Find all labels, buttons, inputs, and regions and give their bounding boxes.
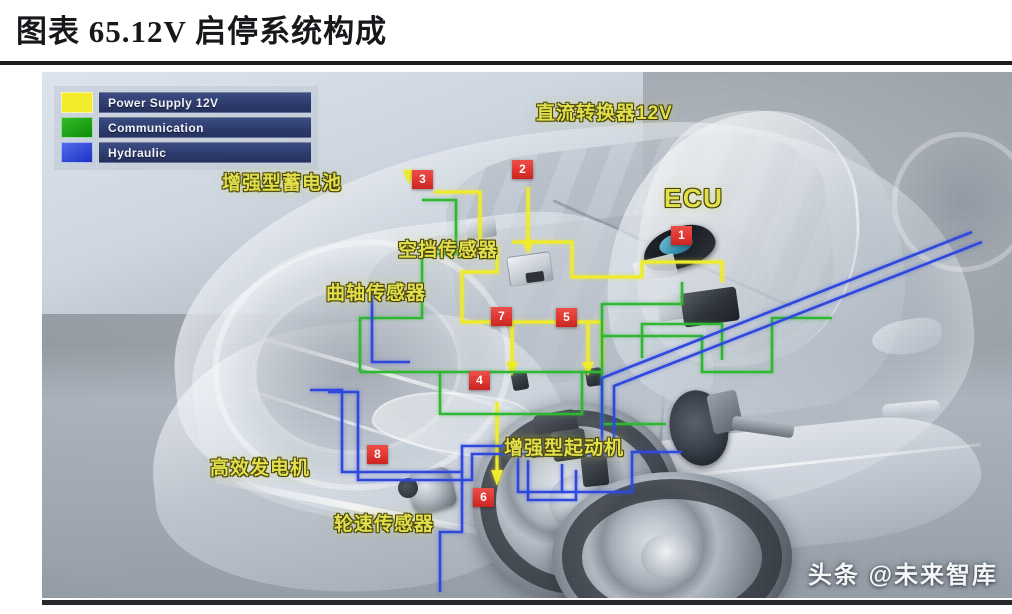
legend-item-hydraulic: Hydraulic	[61, 142, 311, 163]
marker-6: 6	[473, 488, 494, 507]
callout-neutral-sensor: 空挡传感器	[398, 235, 498, 262]
legend-label-hydraulic: Hydraulic	[108, 146, 166, 160]
marker-5: 5	[556, 308, 577, 327]
marker-7: 7	[491, 307, 512, 326]
legend-label-communication: Communication	[108, 121, 204, 135]
callout-ecu: ECU	[664, 183, 723, 214]
legend-bar-communication: Communication	[99, 117, 311, 138]
page-title: 图表 65.12V 启停系统构成	[16, 14, 388, 49]
callout-dc-converter: 直流转换器12V	[536, 98, 673, 125]
legend-swatch-yellow	[61, 92, 93, 113]
rear-wheel-hub	[641, 533, 703, 581]
figure-header: 图表 65.12V 启停系统构成	[0, 0, 1012, 66]
figure-grain	[42, 72, 1012, 598]
marker-2: 2	[512, 160, 533, 179]
figure-image: Power Supply 12V Communication Hydraulic…	[42, 72, 1012, 598]
callout-high-efficiency-alternator: 高效发电机	[210, 453, 310, 480]
figure-bottom-divider	[42, 600, 1012, 605]
marker-4: 4	[469, 371, 490, 390]
callout-enhanced-battery: 增强型蓄电池	[222, 168, 342, 195]
callout-wheel-speed-sensor: 轮速传感器	[334, 509, 434, 536]
legend-bar-power-supply: Power Supply 12V	[99, 92, 311, 113]
legend-swatch-green	[61, 117, 93, 138]
title-divider	[0, 61, 1012, 65]
marker-3: 3	[412, 170, 433, 189]
callout-enhanced-starter: 增强型起动机	[504, 433, 624, 460]
legend-item-power-supply: Power Supply 12V	[61, 92, 311, 113]
legend-bar-hydraulic: Hydraulic	[99, 142, 311, 163]
callout-crankshaft-sensor: 曲轴传感器	[326, 278, 426, 305]
legend-label-power-supply: Power Supply 12V	[108, 96, 218, 110]
alternator-pulley	[398, 478, 418, 498]
marker-8: 8	[367, 445, 388, 464]
marker-1: 1	[671, 226, 692, 245]
legend-swatch-blue	[61, 142, 93, 163]
figure-vignette	[42, 72, 1012, 598]
watermark: 头条 @未来智库	[807, 562, 998, 589]
legend-panel: Power Supply 12V Communication Hydraulic	[54, 86, 318, 170]
legend-item-communication: Communication	[61, 117, 311, 138]
